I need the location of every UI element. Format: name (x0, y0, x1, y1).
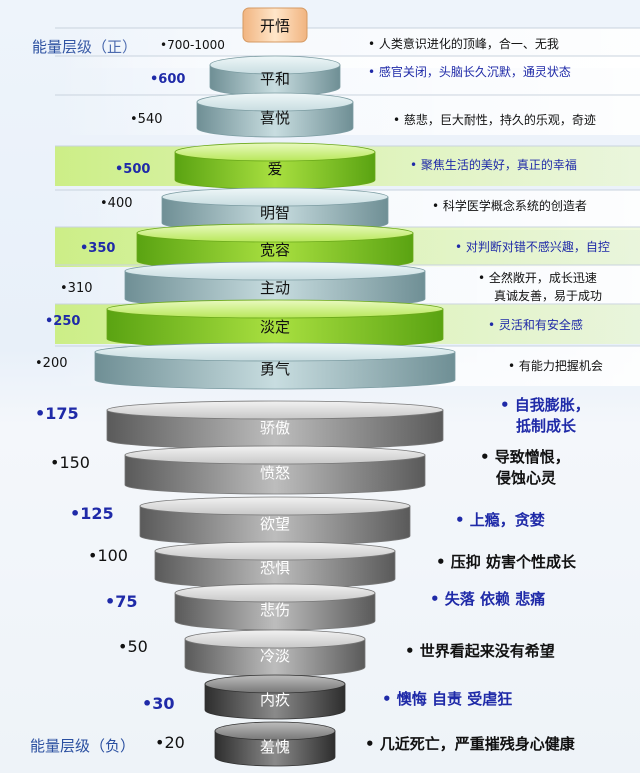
level-disc (174, 142, 376, 190)
level-disc-side (124, 454, 426, 495)
level-value: •30 (142, 694, 175, 713)
level-description: • 对判断对错不感兴趣，自控 (455, 239, 610, 254)
level-disc-cap (124, 261, 426, 281)
level-name: 淡定 (260, 318, 290, 336)
level-name: 愤怒 (260, 464, 290, 482)
level-value: •20 (155, 733, 185, 752)
level-disc-cap (94, 342, 456, 362)
level-description: • 自我膨胀， (500, 396, 590, 414)
level-value: •150 (50, 453, 90, 472)
level-description: 侵蚀心灵 (495, 469, 557, 487)
level-value: •400 (100, 196, 132, 211)
level-disc-side (94, 351, 456, 390)
level-name: 恐惧 (260, 559, 290, 577)
level-description: • 灵活和有安全感 (488, 317, 583, 332)
level-disc-cap (106, 400, 444, 420)
level-name: 喜悦 (260, 109, 290, 127)
level-description: • 人类意识进化的顶峰，合一、无我 (368, 36, 559, 51)
level-disc-side (214, 730, 336, 767)
level-value: •700-1000 (160, 38, 225, 52)
level-description: • 感官关闭，头脑长久沉默，通灵状态 (368, 64, 571, 79)
level-name: 骄傲 (260, 419, 290, 437)
level-name: 主动 (260, 279, 290, 297)
level-description: • 有能力把握机会 (508, 358, 603, 373)
level-disc-cap (154, 541, 396, 561)
level-disc-cap (124, 445, 426, 465)
level-name: 内疚 (260, 691, 290, 709)
level-disc (124, 261, 426, 309)
level-disc-cap (214, 721, 336, 741)
level-description: • 世界看起来没有希望 (405, 642, 555, 660)
level-value: •100 (88, 546, 128, 565)
level-disc (204, 674, 346, 720)
level-name: 勇气 (260, 360, 290, 378)
level-disc (214, 721, 336, 767)
level-value: •310 (60, 281, 92, 296)
level-description: • 科学医学概念系统的创造者 (432, 198, 587, 213)
level-disc (139, 496, 411, 546)
level-disc-cap (204, 674, 346, 694)
level-disc-cap (136, 223, 414, 243)
level-disc (106, 299, 444, 349)
level-name: 爱 (267, 160, 282, 178)
negative-levels-title: 能量层级（负） (30, 737, 136, 755)
level-name: 冷淡 (260, 647, 290, 665)
level-disc (242, 7, 308, 43)
level-description: • 压抑 妨害个性成长 (436, 553, 577, 571)
level-disc (136, 223, 414, 271)
level-disc (184, 629, 366, 677)
level-disc (154, 541, 396, 589)
level-value: •250 (45, 314, 80, 329)
level-description: • 慈悲，巨大耐性，持久的乐观，奇迹 (393, 112, 596, 127)
level-disc-cap (184, 629, 366, 649)
level-disc (209, 55, 341, 97)
level-value: •540 (130, 112, 162, 127)
level-description: • 聚焦生活的美好，真正的幸福 (410, 157, 577, 172)
level-disc (174, 583, 376, 631)
level-disc-cap (139, 496, 411, 516)
level-disc-body (242, 7, 308, 43)
level-description: • 失落 依赖 悲痛 (430, 590, 545, 608)
level-value: •175 (35, 404, 79, 423)
level-disc-cap (209, 55, 341, 75)
level-disc-cap (196, 92, 354, 112)
level-name: 开悟 (260, 17, 290, 35)
level-disc-side (196, 101, 354, 138)
level-name: 平和 (260, 70, 290, 88)
level-value: •75 (105, 592, 138, 611)
level-name: 悲伤 (260, 601, 290, 619)
level-description: • 几近死亡，严重摧残身心健康 (365, 735, 576, 753)
level-disc-cap (106, 299, 444, 319)
level-description: • 懊悔 自责 受虐狂 (382, 690, 512, 708)
level-value: •125 (70, 504, 114, 523)
level-disc-side (204, 683, 346, 720)
level-name: 明智 (260, 204, 290, 222)
level-name: 欲望 (260, 515, 290, 533)
level-name: 宽容 (260, 241, 290, 259)
level-description: 抵制成长 (516, 417, 577, 435)
level-name: 羞愧 (260, 738, 290, 756)
level-disc-cap (174, 142, 376, 162)
level-value: •200 (35, 356, 67, 371)
level-description: • 全然敞开，成长迅速 (478, 270, 597, 285)
level-description: 真诚友善，易于成功 (494, 288, 602, 303)
level-row-band (55, 56, 640, 96)
level-disc (94, 342, 456, 390)
level-description: • 上瘾，贪婪 (455, 511, 545, 529)
level-description: • 导致憎恨， (480, 448, 570, 466)
level-disc-cap (161, 187, 389, 207)
level-disc (196, 92, 354, 138)
level-value: •50 (118, 637, 148, 656)
level-value: •350 (80, 241, 115, 256)
level-disc (124, 445, 426, 495)
level-value: •500 (115, 162, 150, 177)
level-disc-cap (174, 583, 376, 603)
level-value: •600 (150, 72, 185, 87)
level-disc (106, 400, 444, 450)
